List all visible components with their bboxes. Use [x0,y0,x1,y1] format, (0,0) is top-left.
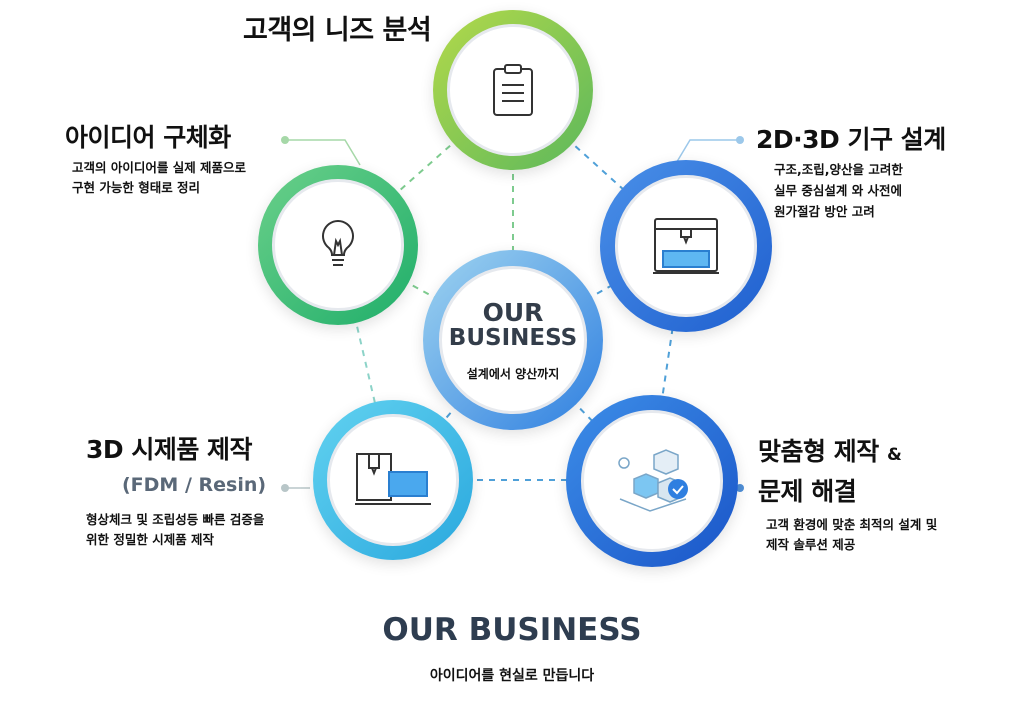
step-prototype-title: 3D 시제품 제작 [86,435,253,464]
step-prototype-node [313,400,473,560]
clipboard-icon [493,64,533,116]
footer-subtitle: 아이디어를 현실로 만듭니다 [429,668,595,684]
step-design-node [600,160,772,332]
center-title-1: OUR [482,298,544,327]
center-node: OUR BUSINESS 설계에서 양산까지 [423,250,603,430]
step-prototype-subtitle: (FDM / Resin) [122,474,267,496]
step-idea-node [258,165,418,325]
lightbulb-icon [322,219,354,266]
step-custom-node [566,395,738,567]
step-custom-desc-2: 제작 솔루션 제공 [766,537,856,552]
step-idea-desc-1: 고객의 아이디어를 실제 제품으로 [72,160,247,175]
step-custom-desc-1: 고객 환경에 맞춘 최적의 설계 및 [766,517,938,532]
printer-laptop-icon [355,453,431,505]
center-title-2: BUSINESS [448,325,578,351]
step-custom-title-2: 문제 해결 [758,477,857,506]
footer-title: OUR BUSINESS [382,612,642,648]
step-custom-title-text: 맞춤형 제작 [758,437,879,466]
step-custom-title-1: 맞춤형 제작 & [758,432,902,468]
step-prototype-desc-1: 형상체크 및 조립성등 빠른 검증을 [86,512,265,527]
step-design-title: 2D·3D 기구 설계 [756,125,946,154]
ampersand: & [886,445,902,465]
step-needs-title: 고객의 니즈 분석 [243,15,432,46]
step-idea-desc-2: 구현 가능한 형태로 정리 [72,180,201,195]
step-needs-analysis-node [433,10,593,170]
step-prototype-desc-2: 위한 정밀한 시제품 제작 [86,532,215,547]
center-subtitle: 설계에서 양산까지 [466,367,560,381]
cubes-check-icon [618,449,688,512]
step-design-desc-3: 원가절감 방안 고려 [774,204,875,219]
step-design-desc-1: 구조,조립,양산을 고려한 [774,162,903,177]
step-design-desc-2: 실무 중심설계 와 사전에 [774,183,903,198]
step-idea-title: 아이디어 구체화 [65,123,231,152]
3d-printer-icon [653,218,719,274]
